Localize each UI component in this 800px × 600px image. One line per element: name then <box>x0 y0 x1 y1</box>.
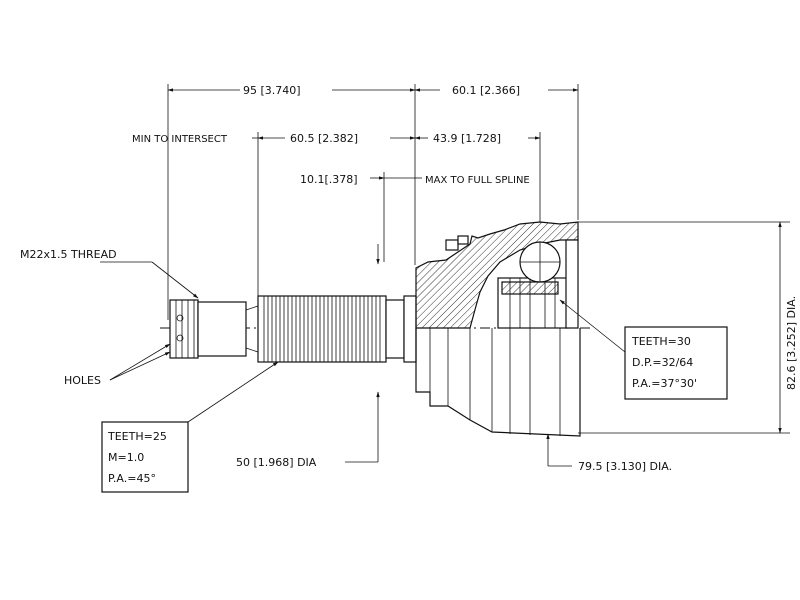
spec-left-teeth: TEETH=25 <box>107 430 167 443</box>
holes-callout: HOLES <box>64 374 101 387</box>
dim-50-dia-label: 50 [1.968] DIA <box>236 456 317 469</box>
dim-10-1-label: 10.1[.378] <box>300 173 358 186</box>
plain-shaft <box>197 301 247 357</box>
bell-exterior <box>415 328 581 437</box>
min-to-intersect-label: MIN TO INTERSECT <box>132 134 228 145</box>
spline-shaft <box>257 295 387 363</box>
neck <box>385 299 405 359</box>
thread-section <box>169 299 199 359</box>
spec-left-module: M=1.0 <box>108 451 144 464</box>
cv-joint-outline <box>160 221 590 437</box>
spec-right-dp: D.P.=32/64 <box>632 356 693 369</box>
dimension-lines <box>167 84 790 467</box>
collar <box>403 295 417 363</box>
dim-79-5-dia-label: 79.5 [3.130] DIA. <box>578 460 672 473</box>
leaders <box>100 261 626 423</box>
max-to-full-spline-label: MAX TO FULL SPLINE <box>425 175 530 186</box>
spec-right-pressure-angle: P.A.=37°30' <box>632 377 697 390</box>
bell-section <box>415 221 579 329</box>
thread-callout: M22x1.5 THREAD <box>20 248 117 261</box>
spec-box-left: TEETH=25 M=1.0 P.A.=45° <box>101 421 189 493</box>
dim-60-5-label: 60.5 [2.382] <box>290 132 358 145</box>
spec-left-pressure-angle: P.A.=45° <box>108 472 156 485</box>
dim-43-9-label: 43.9 [1.728] <box>433 132 501 145</box>
dim-95-label: 95 [3.740] <box>243 84 301 97</box>
dim-82-6-dia-label: 82.6 [3.252] DIA. <box>785 296 798 390</box>
dim-60-1-label: 60.1 [2.366] <box>452 84 520 97</box>
spec-right-teeth: TEETH=30 <box>631 335 691 348</box>
spec-box-right: TEETH=30 D.P.=32/64 P.A.=37°30' <box>624 326 728 400</box>
